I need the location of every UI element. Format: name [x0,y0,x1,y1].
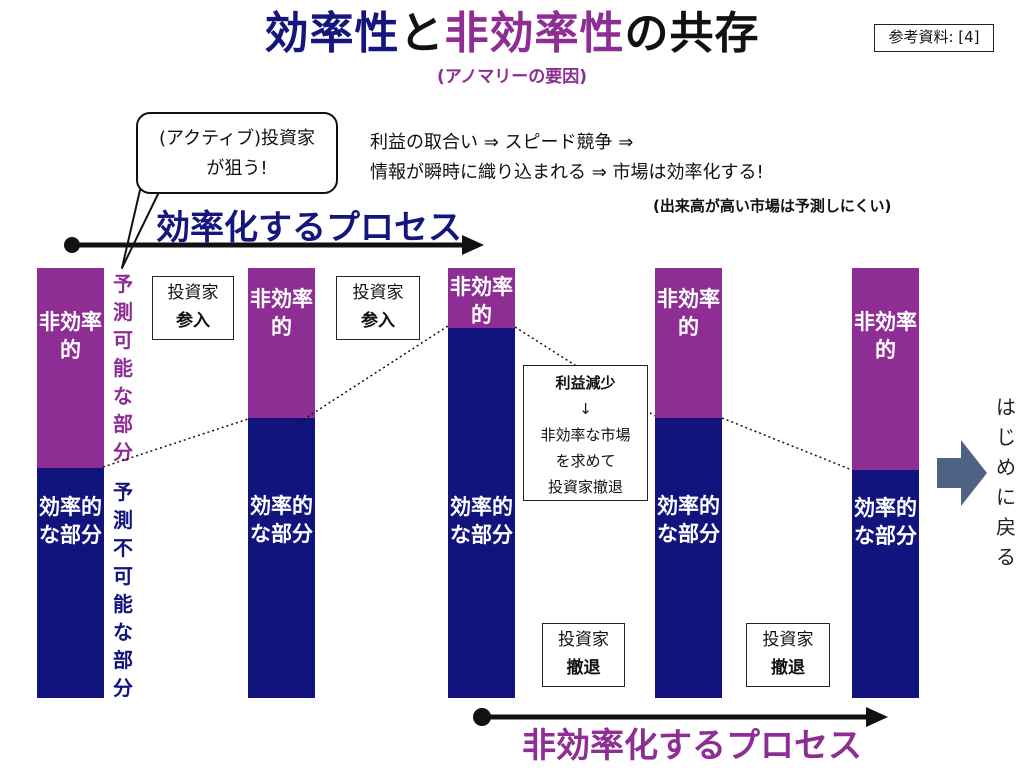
down-arrow-icon: ↓ [579,400,592,418]
info-line-1: 利益の取合い ⇒ スピード競争 ⇒ [370,132,634,153]
inefficient-segment: 非効率的 [37,268,104,468]
inefficient-segment: 非効率的 [248,268,315,418]
inefficient-label: 非効率的 [657,287,720,339]
efficient-segment: 効率的な部分 [655,418,722,698]
market-column-4: 非効率的 効率的な部分 [655,268,722,698]
bubble-line-2: が狙う! [206,158,268,179]
boundary-line-4 [721,417,853,471]
efficient-label: 効率的な部分 [657,494,720,546]
reason-line-1: 非効率な市場 [540,426,631,444]
investor-enter-box-2: 投資家 参入 [336,276,420,340]
inefficient-process-arrow-start [473,708,491,726]
investor-label: 投資家 [352,283,404,303]
bubble-tail [121,189,161,269]
info-line-2: 情報が瞬時に織り込まれる ⇒ 市場は効率化する! [370,162,764,183]
inefficient-segment: 非効率的 [852,268,919,470]
info-note: (出来高が高い市場は予測しにくい) [653,197,892,215]
investor-label: 投資家 [762,630,814,650]
efficient-segment: 効率的な部分 [852,470,919,698]
inefficient-process-arrow-head [866,707,888,727]
page-title: 効率性と非効率性の共存 [0,6,1024,62]
title-coexistence: の共存 [624,8,760,59]
reason-line-3: 投資家撤退 [547,478,623,496]
inefficient-segment: 非効率的 [448,268,515,328]
investor-label: 投資家 [558,630,609,650]
title-efficiency: 効率性 [264,8,400,59]
reason-line-2: を求めて [555,452,616,470]
efficient-label: 効率的な部分 [854,496,917,548]
boundary-line-2 [294,325,449,426]
inefficient-segment: 非効率的 [655,268,722,418]
inefficient-label: 非効率的 [250,287,313,339]
market-column-3: 非効率的 効率的な部分 [448,268,515,698]
unpredictable-part-label: 予測不可能な部分 [113,480,133,700]
market-column-2: 非効率的 効率的な部分 [248,268,315,698]
market-column-5: 非効率的 効率的な部分 [852,268,919,698]
predictable-part-label: 予測可能な部分 [113,272,133,464]
efficient-process-arrow-head [462,235,484,255]
efficient-label: 効率的な部分 [450,495,513,547]
reference-box: 参考資料: [4] [874,24,994,52]
market-column-1: 非効率的 効率的な部分 [37,268,104,698]
bubble-line-1: (アクティブ)投資家 [158,128,316,149]
inefficient-label: 非効率的 [39,310,102,362]
efficient-process-arrow-start [64,237,80,253]
efficient-process-label: 効率化するプロセス [156,208,462,248]
investor-exit-box-2: 投資家 撤退 [746,623,830,687]
efficient-label: 効率的な部分 [250,494,313,546]
inefficient-label: 非効率的 [854,310,917,362]
efficient-segment: 効率的な部分 [37,468,104,698]
enter-label: 参入 [176,311,210,331]
efficient-segment: 効率的な部分 [448,328,515,698]
exit-label: 撤退 [771,658,805,678]
efficient-segment: 効率的な部分 [248,418,315,698]
right-arrow-icon[interactable] [937,440,987,506]
investor-enter-box-1: 投資家 参入 [152,276,234,340]
inefficient-process-label: 非効率化するプロセス [522,726,862,766]
back-to-start-link[interactable]: はじめに戻る [996,395,1016,569]
speech-bubble: (アクティブ)投資家 が狙う! [136,112,338,194]
title-and: と [399,8,445,59]
investor-exit-box-1: 投資家 撤退 [542,623,625,687]
enter-label: 参入 [361,311,395,331]
title-inefficiency: 非効率性 [444,8,625,59]
efficient-label: 効率的な部分 [39,495,102,547]
reason-box: 利益減少 ↓ 非効率な市場 を求めて 投資家撤退 [523,365,648,501]
exit-label: 撤退 [566,658,601,678]
investor-label: 投資家 [167,283,219,303]
profit-decrease-label: 利益減少 [555,374,616,392]
inefficient-label: 非効率的 [450,275,513,327]
page-subtitle: (アノマリーの要因) [436,67,587,87]
